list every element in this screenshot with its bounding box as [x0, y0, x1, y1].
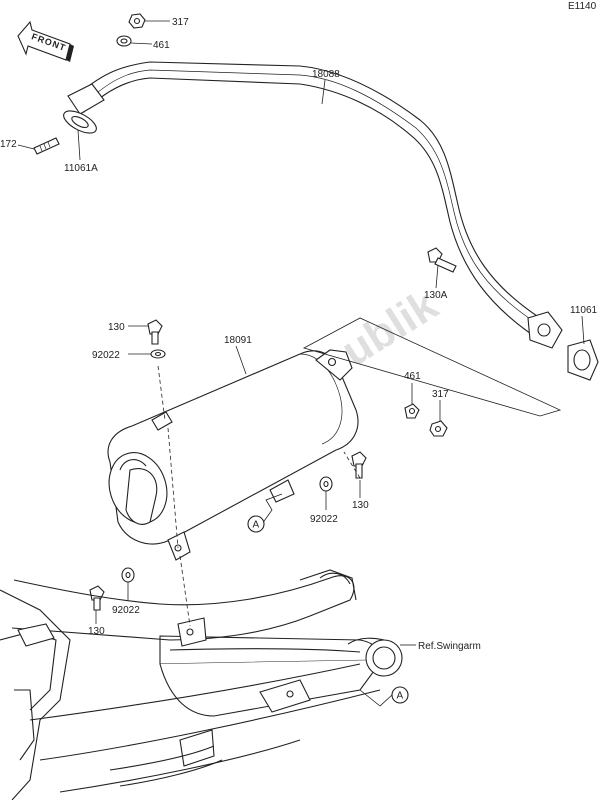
- ref-swingarm-label: Ref.Swingarm: [418, 641, 481, 652]
- svg-text:A: A: [397, 691, 404, 702]
- bolt-130-top: [147, 319, 163, 345]
- reference-marker-a-1: A: [247, 515, 265, 533]
- callout-130-top: 130: [108, 322, 125, 333]
- frame-swingarm: [0, 569, 403, 800]
- nut-317-right: [429, 420, 448, 437]
- callout-18088: 18088: [312, 69, 340, 80]
- washer-92022-mid: [319, 476, 333, 492]
- callout-130a: 130A: [424, 290, 448, 301]
- gasket-11061: [567, 339, 599, 381]
- bolt-130-bottom: [89, 585, 105, 611]
- callout-317-top: 317: [172, 17, 189, 28]
- callout-labels: 317 461 18088 172 11061A 130A 11061 130 …: [0, 17, 598, 652]
- callout-18091: 18091: [224, 335, 252, 346]
- exhaust-pipe-18088: [67, 61, 563, 349]
- callout-92022-mid: 92022: [310, 514, 338, 525]
- gasket-11061a: [63, 110, 97, 134]
- callout-317-right: 317: [432, 389, 449, 400]
- callout-130-bottom: 130: [88, 626, 105, 637]
- muffler-18091: [107, 349, 359, 561]
- callout-172: 172: [0, 139, 17, 150]
- bolt-130a: [427, 247, 457, 273]
- washer-92022-bottom: [121, 567, 135, 583]
- callout-11061: 11061: [570, 305, 598, 316]
- relation-lines: [157, 317, 562, 627]
- callout-11061a: 11061A: [64, 163, 98, 174]
- callout-92022-bottom: 92022: [112, 605, 140, 616]
- callout-130-mid: 130: [352, 500, 369, 511]
- callout-461-top: 461: [153, 40, 170, 51]
- stud-172: [33, 137, 60, 155]
- diagram-code: E1140: [568, 1, 597, 12]
- bolt-130-mid: [351, 451, 367, 479]
- svg-text:A: A: [253, 520, 260, 531]
- washer-92022-top: [150, 349, 166, 359]
- washer-461-right: [404, 403, 420, 419]
- callout-92022-top: 92022: [92, 350, 120, 361]
- callout-461-right: 461: [404, 371, 421, 382]
- leader-lines: [17, 20, 585, 707]
- nut-317-top: [128, 13, 146, 29]
- reference-marker-a-2: A: [391, 686, 409, 704]
- front-arrow-icon: FRONT: [17, 20, 74, 62]
- washer-461-top: [116, 35, 132, 47]
